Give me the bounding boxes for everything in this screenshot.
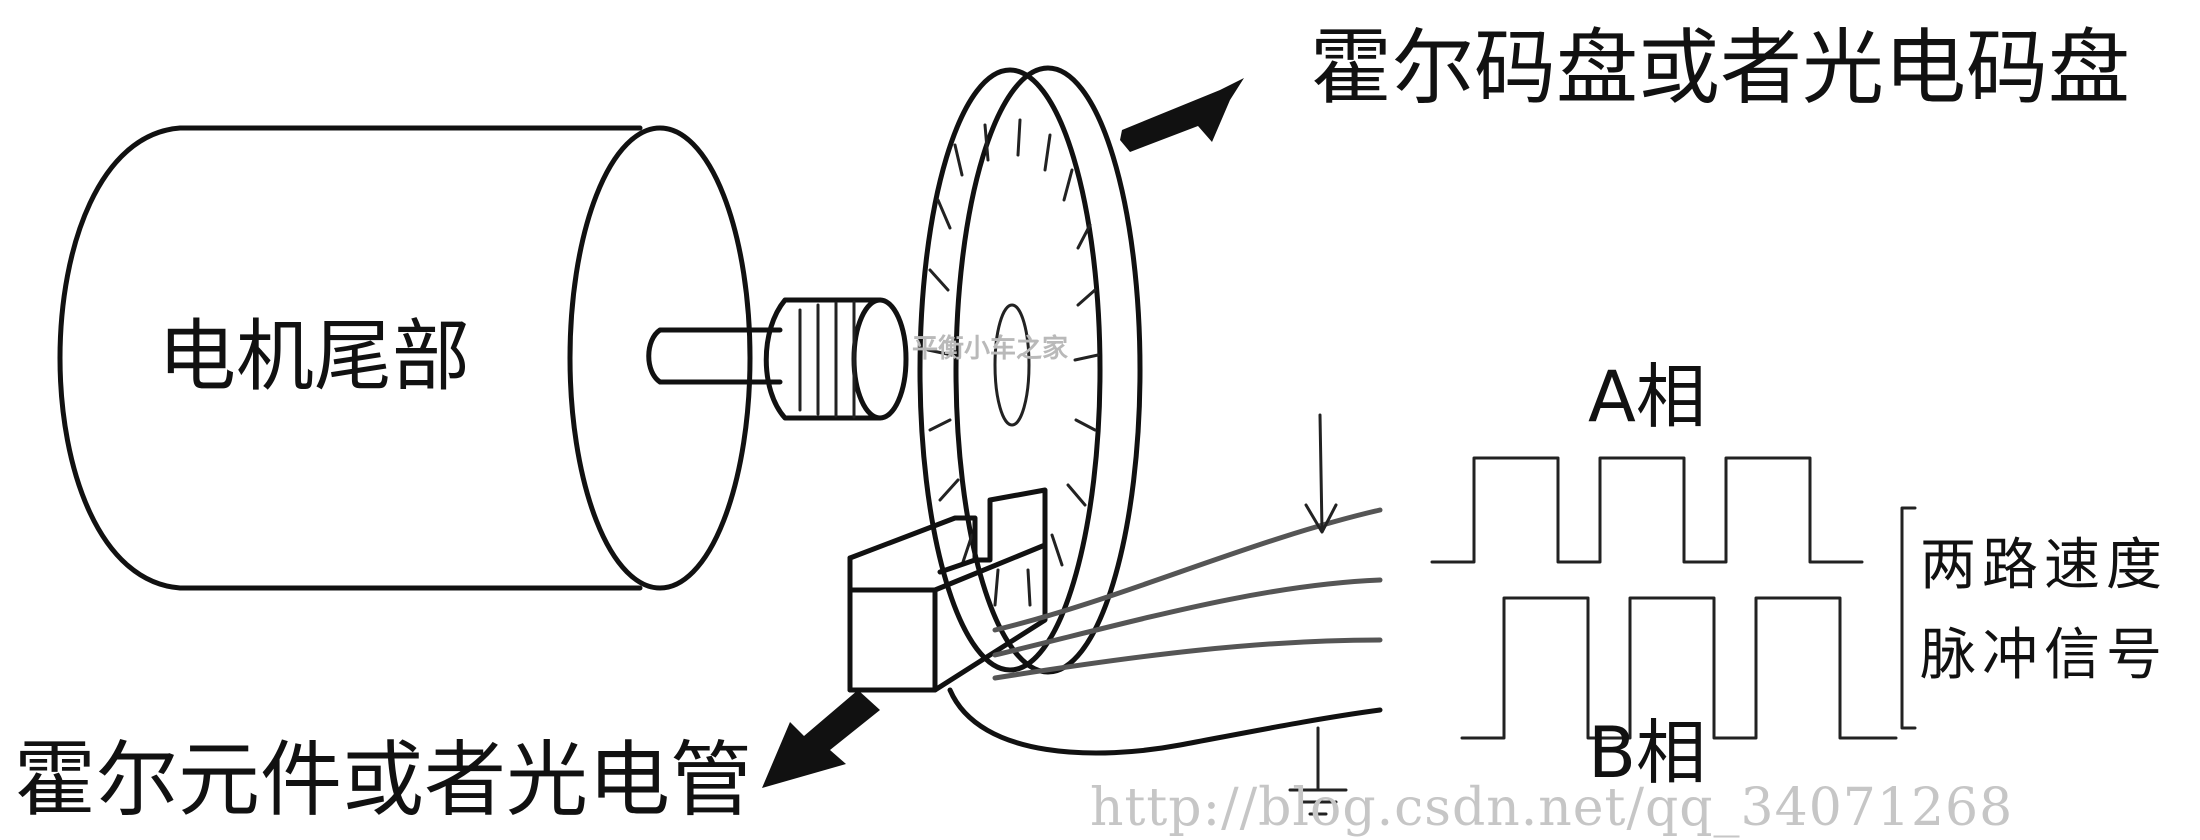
disk-slots — [926, 118, 1100, 607]
code-disk — [917, 65, 1143, 675]
motor-label: 电机尾部 — [158, 312, 471, 402]
pulse-signal-label-line2: 脉冲信号 — [1920, 623, 2168, 688]
pulse-signal-label-line1: 两路速度 — [1920, 533, 2168, 598]
phase-a-label: A相 — [1588, 356, 1706, 438]
sensor-label: 霍尔元件或者光电管 — [14, 733, 753, 828]
phase-a-waveform — [1430, 456, 1864, 564]
watermark-logo-text: 平衡小车之家 — [912, 334, 1069, 364]
arrow-up-right-icon — [1120, 78, 1244, 152]
phase-b-waveform — [1460, 596, 1898, 740]
arrow-down-left-icon — [762, 690, 880, 788]
signal-bracket — [1900, 506, 1917, 730]
coupling-hub — [763, 297, 909, 421]
motor-shaft — [646, 327, 783, 385]
code-disk-label: 霍尔码盘或者光电码盘 — [1310, 21, 2131, 116]
phase-b-label: B相 — [1588, 712, 1707, 794]
sensor-wires — [947, 507, 1383, 756]
sensor-block — [847, 487, 1048, 693]
watermark-url: http://blog.csdn.net/qq_34071268 — [1090, 778, 2014, 838]
motor-body — [57, 125, 753, 591]
ground-symbol-icon — [1288, 413, 1348, 816]
